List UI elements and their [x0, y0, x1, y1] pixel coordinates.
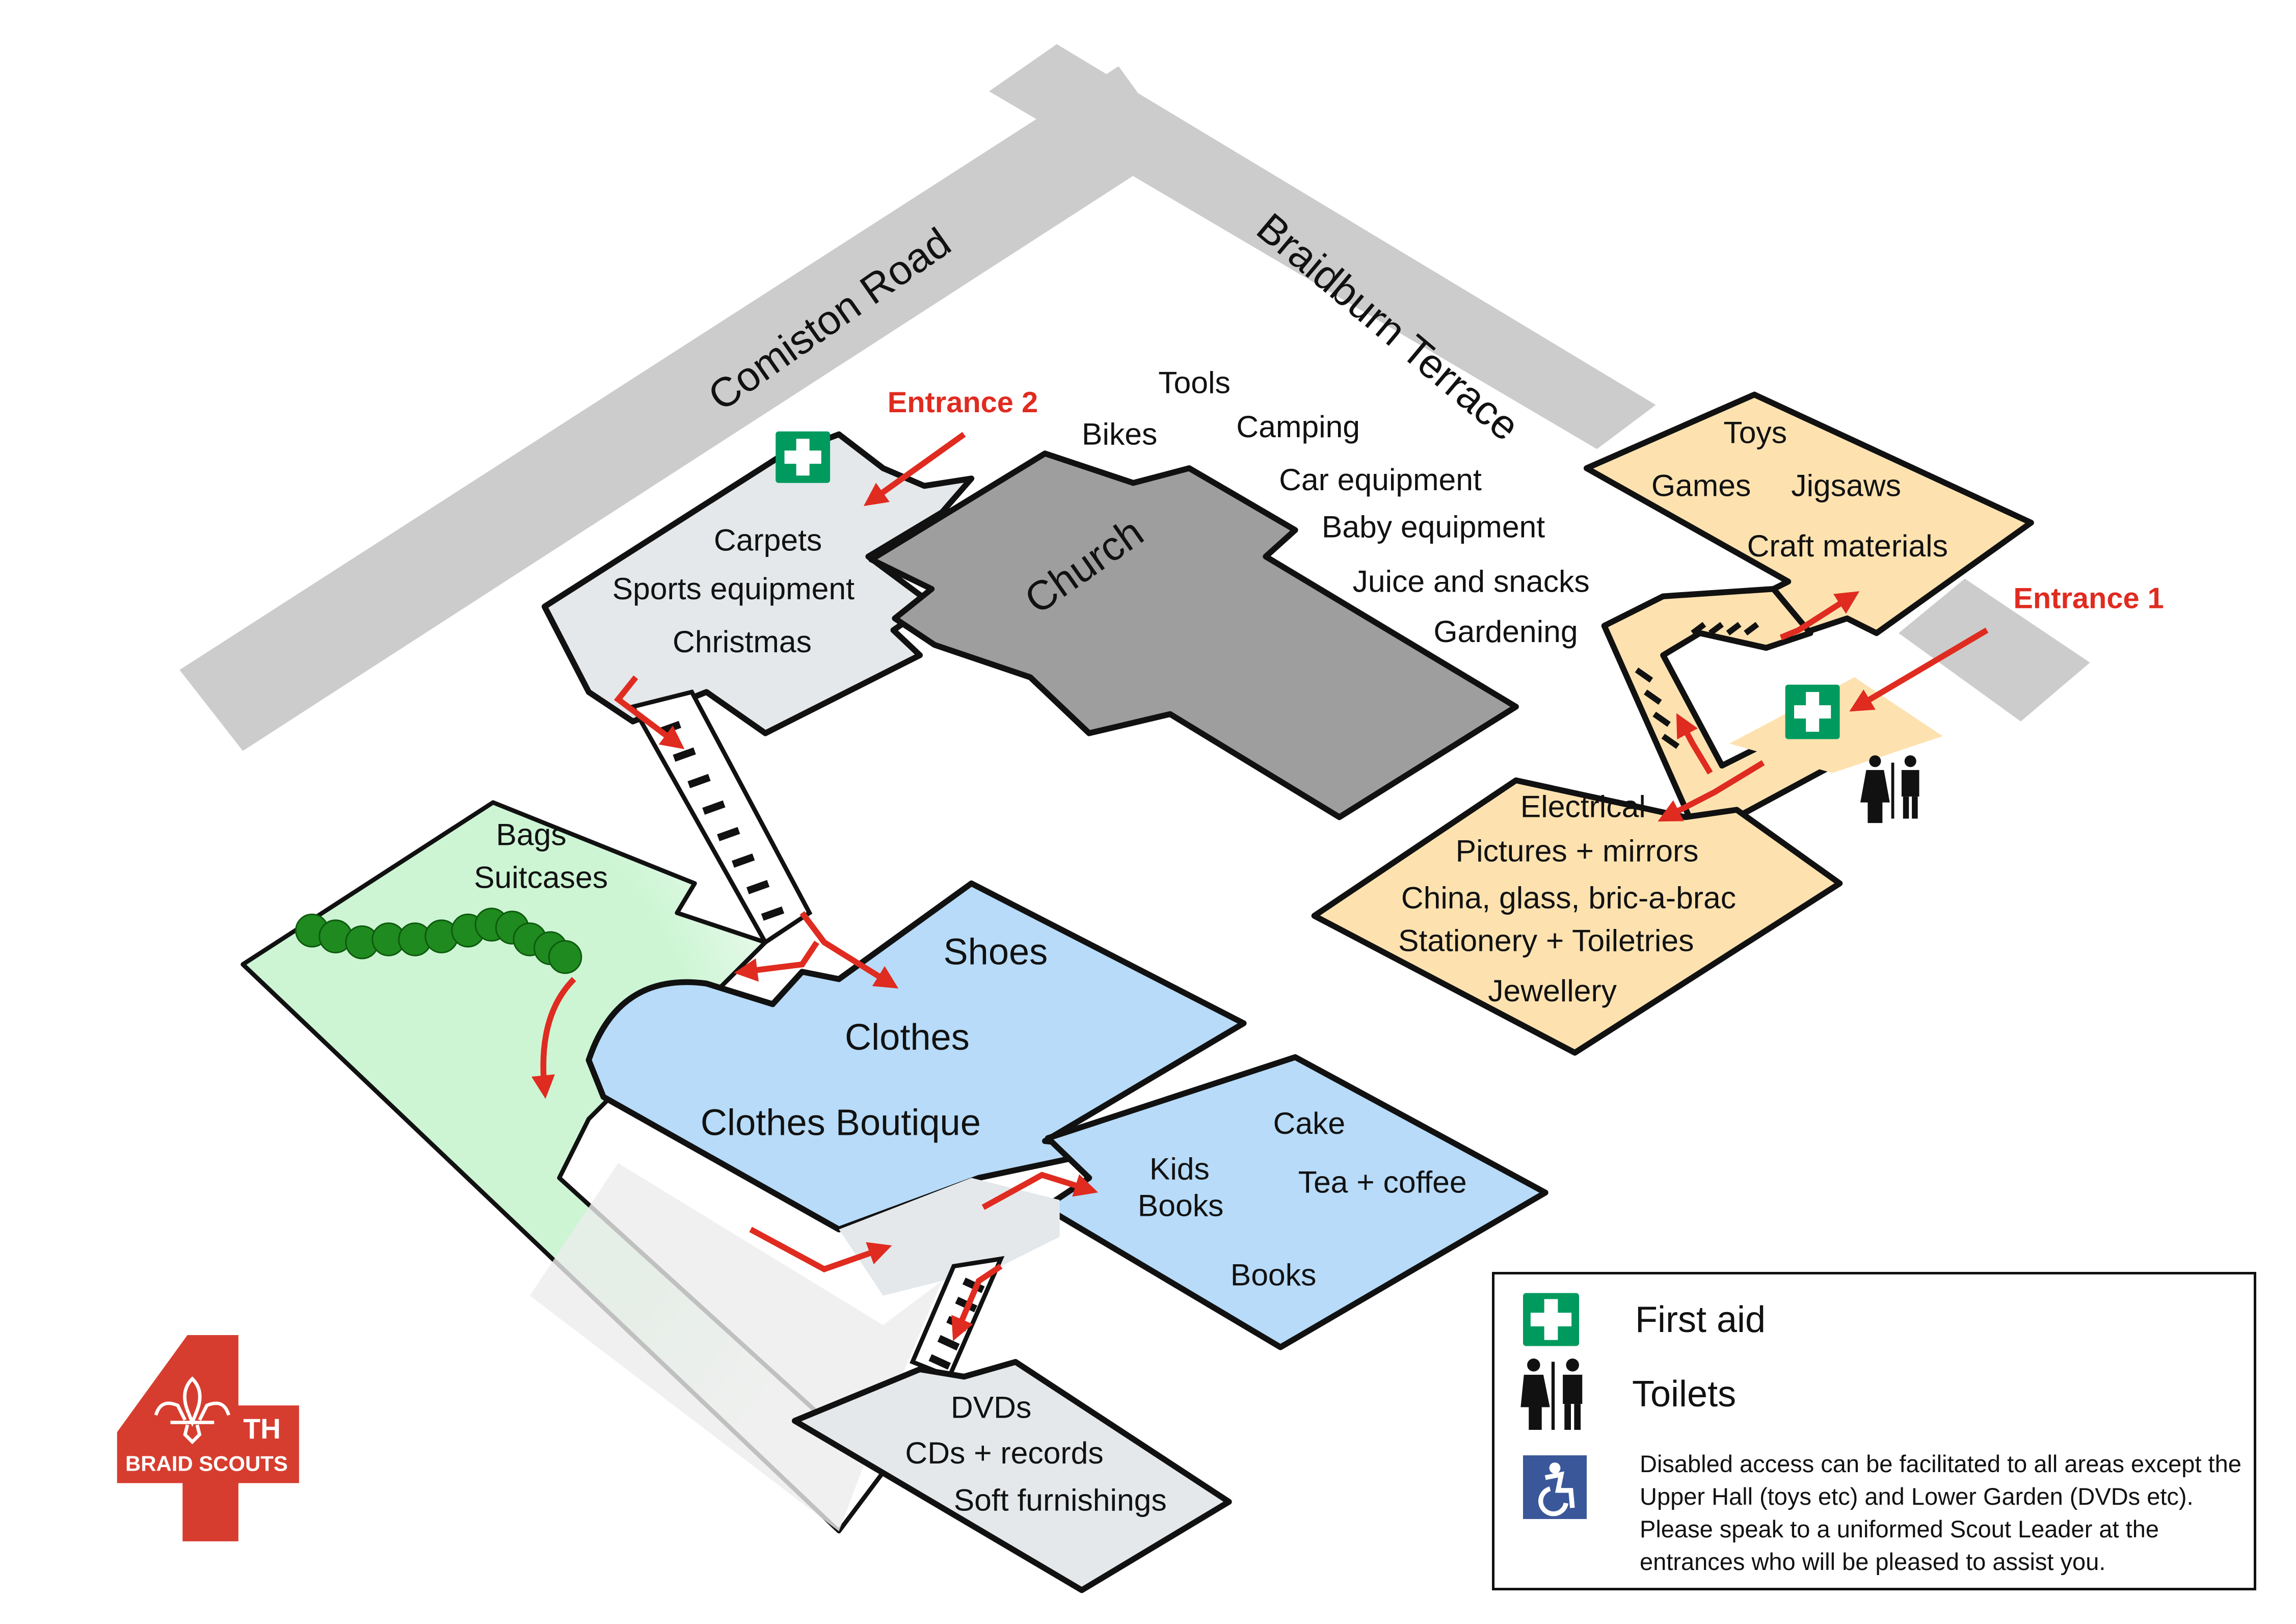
label-clothes: Clothes — [845, 1017, 970, 1058]
label-stationery-toiletries: Stationery + Toiletries — [1398, 923, 1694, 958]
toilets-icon — [1520, 1359, 1583, 1430]
outside-labels: Tools Bikes Camping Car equipment Baby e… — [1082, 365, 1590, 648]
arrow-to-lower-hall — [1658, 760, 1765, 822]
entrance2-label: Entrance 2 — [888, 386, 1038, 419]
label-camping: Camping — [1236, 409, 1360, 444]
legend-first-aid-label: First aid — [1635, 1299, 1766, 1340]
legend: First aid Toilets Disabled access can be… — [1492, 1272, 2256, 1590]
label-dvds: DVDs — [951, 1390, 1031, 1424]
legend-toilets: Toilets — [1520, 1359, 1736, 1430]
area-clothes — [585, 880, 1247, 1233]
comiston-road — [179, 66, 1178, 751]
arrow-entrance1 — [1849, 627, 1989, 712]
first-aid-icon — [776, 431, 831, 483]
label-cake: Cake — [1273, 1106, 1346, 1140]
logo-name: BRAID SCOUTS — [125, 1452, 288, 1476]
label-suitcases: Suitcases — [474, 860, 608, 894]
label-craft-materials: Craft materials — [1747, 528, 1948, 563]
label-kids: Kids — [1150, 1151, 1210, 1186]
logo-suffix: TH — [243, 1413, 281, 1445]
label-bags: Bags — [496, 817, 566, 852]
label-electrical: Electrical — [1520, 789, 1646, 824]
legend-access-note: Disabled access can be facilitated to al… — [1640, 1450, 2241, 1575]
label-jigsaws: Jigsaws — [1791, 468, 1901, 503]
label-sports-equipment: Sports equipment — [612, 571, 855, 606]
area-connector — [839, 1178, 1060, 1296]
area-church — [868, 450, 1519, 820]
arrow-lower-stairs — [951, 1264, 1003, 1341]
first-aid-icon — [1785, 684, 1840, 739]
first-aid-icon — [1523, 1293, 1579, 1346]
label-pictures-mirrors: Pictures + mirrors — [1456, 833, 1699, 868]
label-soft-furnishings: Soft furnishings — [954, 1483, 1167, 1517]
label-juice-snacks: Juice and snacks — [1352, 564, 1589, 599]
wheelchair-access-icon — [1523, 1455, 1587, 1519]
label-baby-equipment: Baby equipment — [1322, 510, 1545, 544]
label-china-glass: China, glass, bric-a-brac — [1401, 881, 1736, 915]
label-tea-coffee: Tea + coffee — [1298, 1164, 1467, 1199]
logo-four-shape — [117, 1335, 299, 1541]
entrance1-label: Entrance 1 — [2013, 582, 2164, 615]
label-games: Games — [1651, 468, 1751, 503]
label-bikes: Bikes — [1082, 417, 1157, 451]
fleur-de-lis-icon — [154, 1376, 231, 1445]
braidburn-terrace — [989, 44, 1656, 449]
hedge — [295, 908, 582, 974]
label-tools: Tools — [1158, 365, 1231, 400]
label-kids-books: Books — [1138, 1188, 1224, 1223]
stair-treads-north — [658, 721, 785, 921]
arrow-garden-curve — [531, 977, 576, 1099]
label-gardening: Gardening — [1433, 614, 1578, 649]
arrow-to-cafe — [981, 1172, 1099, 1210]
flow-arrows — [531, 432, 1989, 1341]
stair-treads-upper — [1635, 622, 1759, 749]
area-upper-hall — [1583, 391, 2034, 636]
arrow-north-stairs — [613, 675, 685, 750]
label-clothes-boutique: Clothes Boutique — [701, 1103, 981, 1143]
arrow-entrance2 — [863, 432, 966, 507]
area-lower-hall — [1311, 777, 1843, 1056]
label-toys: Toys — [1723, 415, 1787, 450]
label-books: Books — [1231, 1257, 1317, 1292]
label-cds-records: CDs + records — [905, 1435, 1103, 1470]
label-jewellery: Jewellery — [1488, 973, 1617, 1008]
label-christmas: Christmas — [673, 624, 812, 659]
entrance1-road — [1899, 578, 2090, 722]
label-carpets: Carpets — [714, 523, 822, 557]
arrow-to-shoes — [799, 911, 899, 989]
legend-first-aid: First aid — [1523, 1293, 1766, 1346]
label-car-equipment: Car equipment — [1279, 462, 1482, 497]
area-lower-garden — [791, 1359, 1232, 1593]
arrow-lawn — [749, 1227, 892, 1272]
label-shoes: Shoes — [944, 932, 1048, 973]
area-cafe — [1042, 1054, 1549, 1350]
braid-scouts-logo: TH BRAID SCOUTS — [117, 1335, 299, 1541]
toilets-icon — [1860, 755, 1919, 823]
legend-toilets-label: Toilets — [1632, 1374, 1737, 1415]
arrow-to-stairs — [1676, 713, 1713, 775]
arrow-to-garden — [734, 941, 819, 982]
arrow-to-upper — [1779, 591, 1860, 641]
